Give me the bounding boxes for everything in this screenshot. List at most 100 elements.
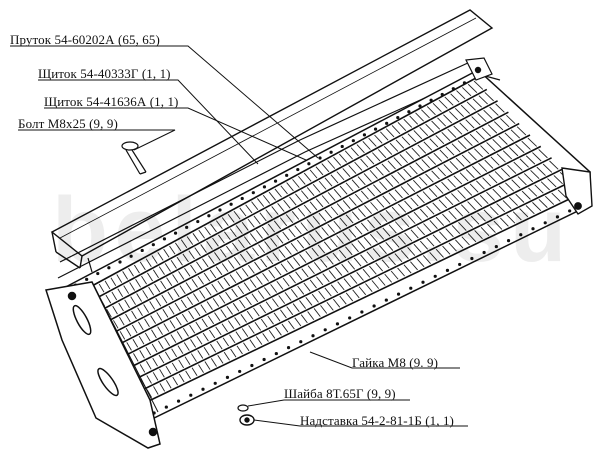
grate-wire — [243, 282, 251, 292]
mounting-hole — [173, 231, 178, 235]
grate-wire — [315, 166, 324, 176]
grate-wire — [465, 169, 475, 179]
grate-wire — [190, 339, 197, 348]
grate-wire — [162, 309, 169, 318]
grate-wire — [156, 312, 163, 321]
grate-wire — [336, 235, 344, 245]
grate-wire — [461, 154, 471, 164]
grate-wire — [301, 268, 309, 278]
grate-wire — [551, 192, 561, 202]
label-shchitok-40333g: Щиток 54-40333Г (1, 1) — [38, 66, 171, 81]
mounting-hole — [218, 208, 222, 212]
grate-wire — [151, 255, 158, 264]
grate-wire — [471, 116, 481, 126]
grate-wire — [318, 290, 326, 300]
grate-wire — [199, 290, 206, 299]
grate-wire — [151, 329, 157, 339]
grate-wire — [312, 183, 321, 193]
grate-wire — [333, 156, 342, 166]
grate-wire — [119, 331, 126, 340]
grate-wire — [330, 284, 339, 294]
grate-wire — [209, 269, 217, 279]
grate-wire — [391, 206, 400, 216]
grate-wire — [492, 188, 502, 198]
grate-wire — [106, 309, 112, 318]
grate-wire — [327, 160, 336, 169]
grate-wire — [445, 146, 455, 156]
label-gaika: Гайка М8 (9. 9) — [352, 355, 439, 370]
grate-wire — [527, 137, 537, 147]
grate-wire — [279, 217, 288, 227]
grate-wire — [400, 186, 409, 196]
grate-wire — [233, 256, 241, 266]
grate-wire — [473, 198, 483, 208]
grate-wire — [498, 135, 508, 145]
grate-wire — [431, 170, 440, 180]
grate-wire — [239, 299, 246, 309]
grate-wire — [286, 182, 294, 192]
grate-wire — [348, 164, 357, 174]
grate-wire — [231, 288, 238, 298]
grate-wire — [226, 306, 233, 315]
grate-wire — [296, 239, 305, 249]
label-nadstavka: Надставка 54-2-81-1Б (1, 1) — [300, 413, 454, 428]
grate-wire — [220, 309, 227, 318]
grate-wire — [139, 364, 146, 373]
grate-wire — [268, 330, 276, 339]
grate-wire — [400, 250, 409, 259]
grate-wire — [467, 233, 477, 243]
grate-wire — [267, 315, 274, 325]
grate-wire — [223, 231, 231, 241]
grate-wire — [442, 213, 451, 223]
left-side-wall — [45, 281, 161, 449]
grate-wire — [165, 379, 172, 389]
grate-wire — [380, 131, 389, 141]
grate-wire — [311, 247, 319, 257]
grate-wire — [254, 322, 262, 331]
mounting-hole — [96, 271, 100, 276]
grate-wire — [407, 215, 416, 224]
grate-wire — [489, 106, 499, 116]
grate-wire — [125, 327, 132, 337]
grate-wire — [358, 286, 367, 296]
grate-wire — [351, 243, 359, 253]
grate-wire — [462, 87, 472, 97]
grate-wire — [306, 187, 315, 196]
grate-wire — [370, 201, 379, 211]
mounting-hole — [360, 310, 364, 314]
grate-wire — [169, 320, 176, 329]
grate-wire — [210, 223, 217, 233]
grate-wire — [500, 167, 510, 177]
grate-wire — [413, 130, 423, 140]
grate-wire — [262, 333, 269, 342]
mounting-hole — [407, 110, 411, 114]
grate-wire — [233, 210, 241, 220]
grate-wire — [169, 245, 176, 255]
grate-wire — [426, 237, 435, 247]
grate-wire — [221, 217, 229, 226]
grate-wire — [150, 315, 157, 324]
grate-wire — [449, 160, 459, 170]
grate-wire — [330, 206, 339, 216]
grate-wire — [391, 238, 400, 248]
grate-wire — [364, 205, 372, 214]
grate-wire — [139, 350, 145, 359]
grate-wire — [379, 213, 388, 223]
grate-wire — [455, 239, 464, 249]
grate-wire — [385, 210, 394, 219]
grate-wire — [214, 312, 221, 321]
grate-wire — [369, 169, 378, 179]
grate-wire — [371, 280, 380, 289]
grate-wire — [254, 261, 261, 271]
grate-wire — [171, 362, 178, 372]
grate-wire — [110, 277, 117, 286]
grate-wire — [352, 289, 360, 299]
grate-wire — [176, 256, 183, 266]
grate-wire — [235, 331, 242, 341]
grate-wire — [341, 263, 349, 273]
grate-wire — [439, 149, 449, 159]
grate-wire — [139, 261, 146, 271]
bolt-icon — [121, 141, 147, 175]
grate-wire — [513, 161, 523, 171]
grate-wire — [444, 196, 454, 206]
